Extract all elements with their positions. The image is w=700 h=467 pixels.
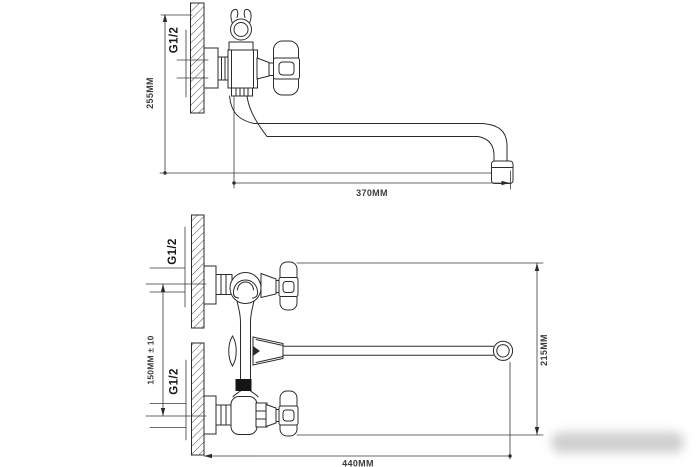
side-view-drawing: 255MM G1/2 370MM	[145, 2, 514, 198]
label-440mm: 440MM	[342, 459, 374, 467]
cross-handle-bottom	[278, 390, 299, 437]
front-view-drawing: 150MM ± 10 G1/2 G1/2 215MM	[146, 214, 549, 467]
label-370mm: 370MM	[356, 188, 388, 198]
wall-section-lower	[191, 342, 205, 456]
spout-front	[252, 336, 514, 366]
thread-callout-g12: G1/2	[169, 27, 209, 98]
valve-body	[230, 396, 258, 435]
label-215mm: 215MM	[539, 334, 549, 366]
aerator	[491, 160, 514, 184]
black-band	[235, 379, 252, 391]
pivot-hub	[228, 335, 237, 367]
dimension-150mm: 150MM ± 10	[146, 283, 207, 417]
wall-section-upper	[191, 214, 205, 329]
thread-callout-g12-bottom: G1/2	[149, 359, 187, 441]
spout	[229, 95, 514, 184]
mounting-nut	[217, 56, 229, 81]
dimension-255mm: 255MM	[145, 14, 492, 175]
label-255mm: 255MM	[145, 77, 155, 109]
thread-callout-g12-top: G1/2	[149, 226, 186, 308]
dimension-440mm: 440MM	[203, 361, 512, 467]
label-thread-g12-bottom: G1/2	[169, 368, 181, 395]
spout-tip	[492, 340, 514, 361]
wall-escutcheon-bottom	[203, 395, 217, 435]
cross-handle	[256, 40, 300, 96]
watermark-blur	[551, 432, 684, 453]
cross-handle-top	[278, 261, 299, 311]
dimension-370mm: 370MM	[232, 96, 511, 198]
shower-holder	[228, 8, 254, 51]
label-thread-g12: G1/2	[169, 27, 181, 54]
wall-escutcheon	[203, 47, 219, 89]
dimension-215mm: 215MM	[296, 262, 549, 436]
bottom-connection	[203, 390, 299, 437]
spout-collar	[231, 87, 253, 97]
faucet-body	[227, 49, 258, 89]
wall-escutcheon-top	[203, 265, 217, 305]
label-thread-g12-top: G1/2	[167, 238, 179, 265]
label-150mm: 150MM ± 10	[146, 335, 156, 384]
wall-section	[190, 2, 205, 114]
top-connection	[203, 261, 299, 311]
central-column	[228, 300, 259, 398]
